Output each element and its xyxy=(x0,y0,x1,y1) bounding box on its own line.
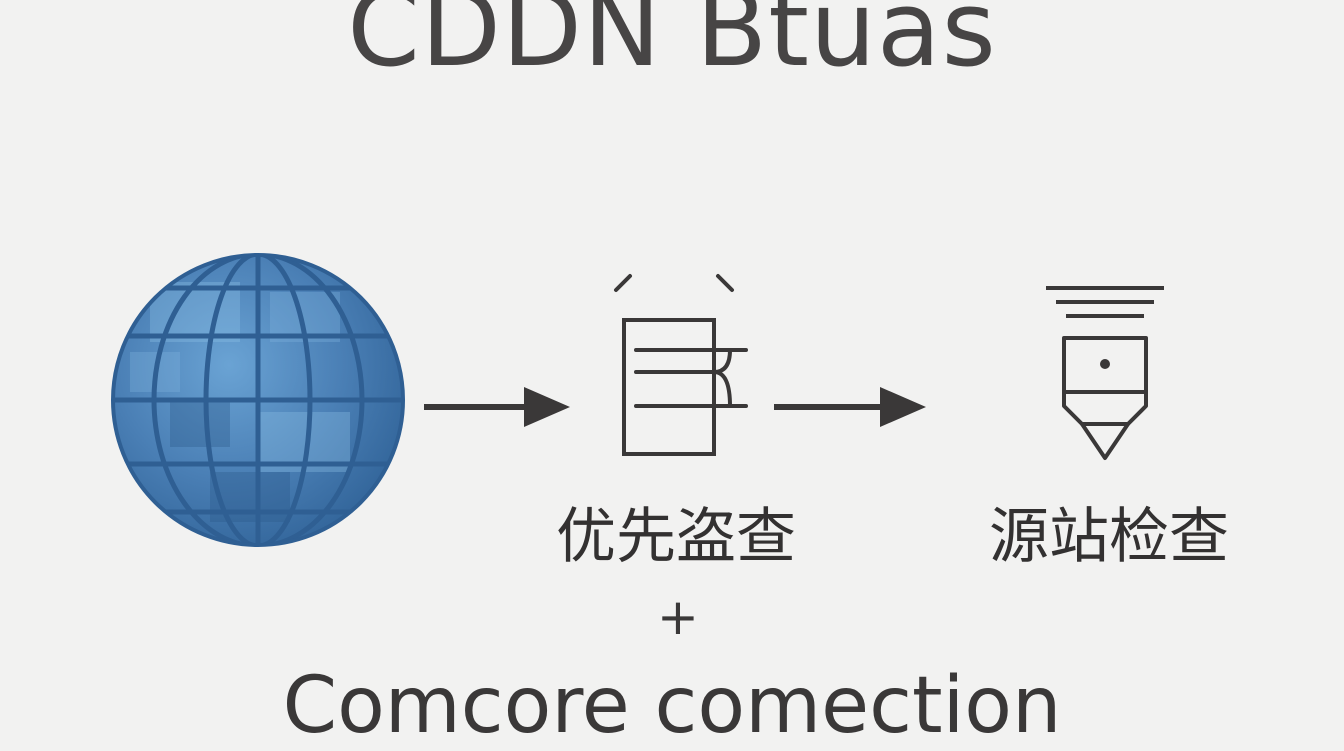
diagram-title: CDDN Btuas xyxy=(347,0,997,90)
origin-server-icon xyxy=(1046,286,1164,460)
document-branch-icon xyxy=(614,274,748,456)
step-label-priority-check: 优先盗查 xyxy=(556,502,796,572)
globe-icon xyxy=(111,253,405,547)
diagram-subtitle: Comcore comection xyxy=(282,661,1062,751)
arrow-icon xyxy=(424,387,570,427)
plus-connector: + xyxy=(657,588,699,646)
step-label-origin-check: 源站检查 xyxy=(989,502,1229,572)
arrow-icon xyxy=(774,387,926,427)
